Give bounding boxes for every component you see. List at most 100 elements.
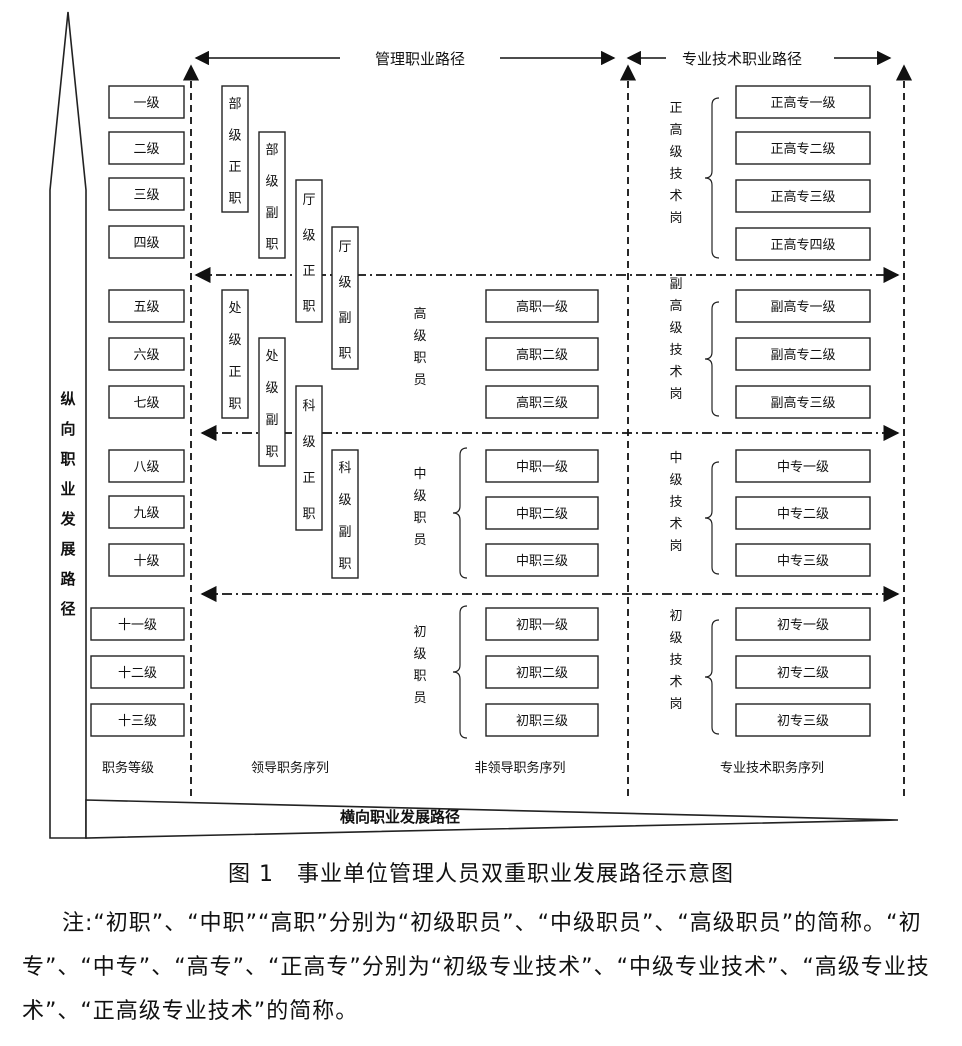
tech-path-label: 专业技术职业路径 (682, 50, 802, 68)
nonleader-3-2-box (485, 655, 599, 689)
grade-12: 十二级 (90, 655, 185, 689)
tech-group-2-name: 副高级技术岗 (669, 277, 682, 402)
leader-post-8-box (331, 449, 359, 579)
nonleader-2-2: 中职二级 (485, 496, 599, 530)
tech-2-1-label: 副高专一级 (770, 299, 835, 315)
tech-group-2-brace (704, 301, 720, 417)
grade-5-label: 五级 (133, 300, 159, 315)
column-label-nonleader: 非领导职务序列 (474, 760, 565, 776)
grade-10-box (108, 543, 185, 577)
grade-5: 五级 (108, 289, 185, 323)
leader-post-6-label: 处级副职 (265, 349, 278, 460)
tech-2-2-label: 副高专二级 (770, 347, 835, 363)
grade-2: 二级 (108, 131, 185, 165)
grade-7: 七级 (108, 385, 185, 419)
grade-7-box (108, 385, 185, 419)
grade-2-box (108, 131, 185, 165)
nonleader-3-3-label: 初职三级 (516, 714, 568, 729)
leader-post-6-box (258, 337, 286, 467)
nonleader-3-3-box (485, 703, 599, 737)
tech-2-3-box (735, 385, 871, 419)
nonleader-3-1: 初职一级 (485, 607, 599, 641)
nonleader-1-1-box (485, 289, 599, 323)
tech-1-2-box (735, 131, 871, 165)
grade-11-box (90, 607, 185, 641)
tech-2-2: 副高专二级 (735, 337, 871, 371)
grade-10: 十级 (108, 543, 185, 577)
grade-5-box (108, 289, 185, 323)
nonleader-group-2-brace (452, 447, 468, 579)
grade-9: 九级 (108, 495, 185, 529)
tech-group-1-brace (704, 97, 720, 259)
grade-13-box (90, 703, 185, 737)
column-label-tech: 专业技术职务序列 (720, 760, 824, 776)
tech-4-1: 初专一级 (735, 607, 871, 641)
leader-post-4-box (331, 226, 359, 370)
nonleader-1-3-label: 高职三级 (516, 395, 568, 411)
grade-6: 六级 (108, 337, 185, 371)
nonleader-group-3-brace (452, 605, 468, 739)
grade-6-label: 六级 (133, 348, 159, 363)
leader-post-1-label: 部级正职 (228, 97, 241, 207)
tech-4-3-label: 初专三级 (777, 714, 829, 729)
nonleader-2-3: 中职三级 (485, 543, 599, 577)
grade-3-box (108, 177, 185, 211)
tech-3-3-label: 中专三级 (777, 554, 829, 569)
grade-4: 四级 (108, 225, 185, 259)
grade-10-label: 十级 (133, 554, 159, 569)
horizontal-path-arrow (85, 799, 899, 839)
leader-post-1-box (221, 85, 249, 213)
leader-post-3-box (295, 179, 323, 323)
leader-post-4-label: 厅级副职 (338, 240, 351, 362)
leader-post-5: 处级正职 (221, 289, 249, 419)
tech-2-1: 副高专一级 (735, 289, 871, 323)
figure-caption: 图 1 事业单位管理人员双重职业发展路径示意图 (228, 862, 734, 887)
nonleader-group-1-name: 高级职员 (413, 306, 426, 388)
tech-1-1-label: 正高专一级 (770, 95, 835, 111)
tech-4-3-box (735, 703, 871, 737)
leader-post-3-label: 厅级正职 (302, 193, 315, 315)
vertical-path-arrow (49, 11, 87, 839)
tech-group-4-name: 初级技术岗 (669, 609, 682, 712)
tech-1-4: 正高专四级 (735, 227, 871, 261)
tech-group-3-brace (704, 461, 720, 575)
grade-11: 十一级 (90, 607, 185, 641)
grade-1-label: 一级 (133, 96, 159, 111)
tech-group-3-name: 中级技术岗 (669, 451, 682, 554)
tech-1-4-box (735, 227, 871, 261)
leader-post-7-label: 科级正职 (302, 399, 315, 522)
nonleader-3-1-label: 初职一级 (516, 618, 568, 633)
tech-3-2-label: 中专二级 (777, 507, 829, 522)
leader-post-5-box (221, 289, 249, 419)
nonleader-1-2: 高职二级 (485, 337, 599, 371)
tech-1-1-box (735, 85, 871, 119)
leader-post-8-label: 科级副职 (338, 461, 351, 572)
tech-posts: 正高级技术岗正高专一级正高专二级正高专三级正高专四级副高级技术岗副高专一级副高专… (669, 85, 871, 737)
tech-4-2-label: 初专二级 (777, 666, 829, 681)
grade-6-box (108, 337, 185, 371)
tech-4-2-box (735, 655, 871, 689)
nonleader-1-1-label: 高职一级 (516, 299, 568, 315)
tech-1-4-label: 正高专四级 (770, 237, 835, 253)
grade-1-box (108, 85, 185, 119)
tech-group-4-brace (704, 619, 720, 735)
grade-4-box (108, 225, 185, 259)
nonleader-3-3: 初职三级 (485, 703, 599, 737)
tech-3-1: 中专一级 (735, 449, 871, 483)
column-label-leader: 领导职务序列 (251, 760, 329, 776)
nonleader-1-3: 高职三级 (485, 385, 599, 419)
tech-1-2-label: 正高专二级 (770, 141, 835, 157)
leader-post-6: 处级副职 (258, 337, 286, 467)
tech-4-2: 初专二级 (735, 655, 871, 689)
tech-3-2: 中专二级 (735, 496, 871, 530)
grade-8: 八级 (108, 449, 185, 483)
grade-9-box (108, 495, 185, 529)
nonleader-3-2: 初职二级 (485, 655, 599, 689)
